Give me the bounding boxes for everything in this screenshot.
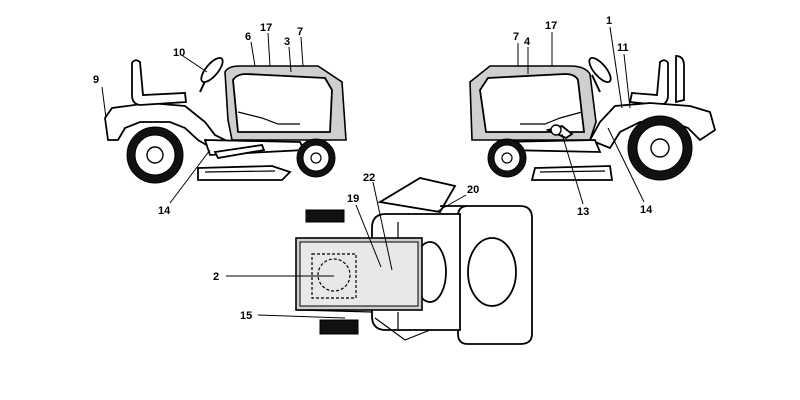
callout-22: 22 — [363, 172, 375, 184]
tractor-top-view — [295, 177, 533, 345]
callout-labels: 9 10 6 17 3 7 14 7 4 17 1 11 13 14 22 19… — [93, 15, 653, 322]
callout-7-left: 7 — [297, 26, 303, 38]
callout-17-left: 17 — [260, 22, 272, 34]
leader-lines — [101, 26, 645, 319]
callout-1: 1 — [606, 15, 612, 27]
tractor-right-view — [469, 55, 717, 181]
callout-7-right: 7 — [513, 31, 519, 43]
callout-10: 10 — [173, 47, 185, 59]
callout-17-right: 17 — [545, 20, 557, 32]
callout-4: 4 — [524, 36, 531, 48]
callout-2: 2 — [213, 271, 219, 283]
callout-15: 15 — [240, 310, 252, 322]
callout-9: 9 — [93, 74, 99, 86]
callout-11: 11 — [617, 42, 629, 54]
callout-13: 13 — [577, 206, 589, 218]
tractor-left-view — [104, 56, 347, 184]
callout-14-left: 14 — [158, 205, 171, 217]
callout-6: 6 — [245, 31, 251, 43]
callout-19: 19 — [347, 193, 359, 205]
callout-14-right: 14 — [640, 204, 653, 216]
callout-20: 20 — [467, 184, 479, 196]
callout-3: 3 — [284, 36, 290, 48]
